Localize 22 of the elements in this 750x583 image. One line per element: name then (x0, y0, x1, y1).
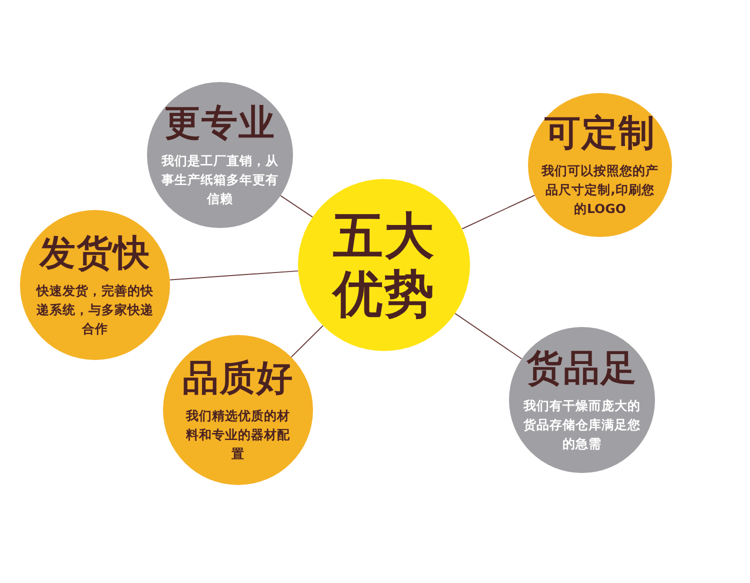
topic-circle (147, 82, 293, 228)
circle-description: 我们是工厂直销，从事生产纸箱多年更有信赖 (161, 152, 279, 208)
circle-heading: 可定制 (544, 112, 656, 154)
connector-line (169, 270, 299, 280)
connector-line (454, 312, 522, 360)
topic-circle (163, 335, 313, 485)
circle-description: 快速发货，完善的快递系统，与多家快递合作 (36, 282, 154, 338)
circle-heading: 品质好 (182, 358, 294, 400)
connector-line (462, 194, 536, 230)
circle-description: 我们精选优质的材料和专业的器材配置 (184, 406, 291, 462)
connector-line (280, 195, 314, 218)
topic-circle (509, 327, 655, 473)
circle-heading: 发货快 (40, 232, 150, 274)
circle-heading: 更专业 (164, 102, 276, 144)
circle-heading: 货品足 (526, 348, 638, 390)
topic-circle (20, 210, 170, 360)
circle-description: 我们可以按照您的产品尺寸定制,印刷您的LOGO (541, 162, 659, 218)
hub-circle (298, 179, 470, 351)
circle-description: 我们有干燥而庞大的货品存储仓库满足您的急需 (523, 396, 641, 452)
topic-circle (528, 93, 672, 237)
connector-line (290, 325, 324, 358)
circle-heading: 五大优势 (330, 207, 436, 323)
